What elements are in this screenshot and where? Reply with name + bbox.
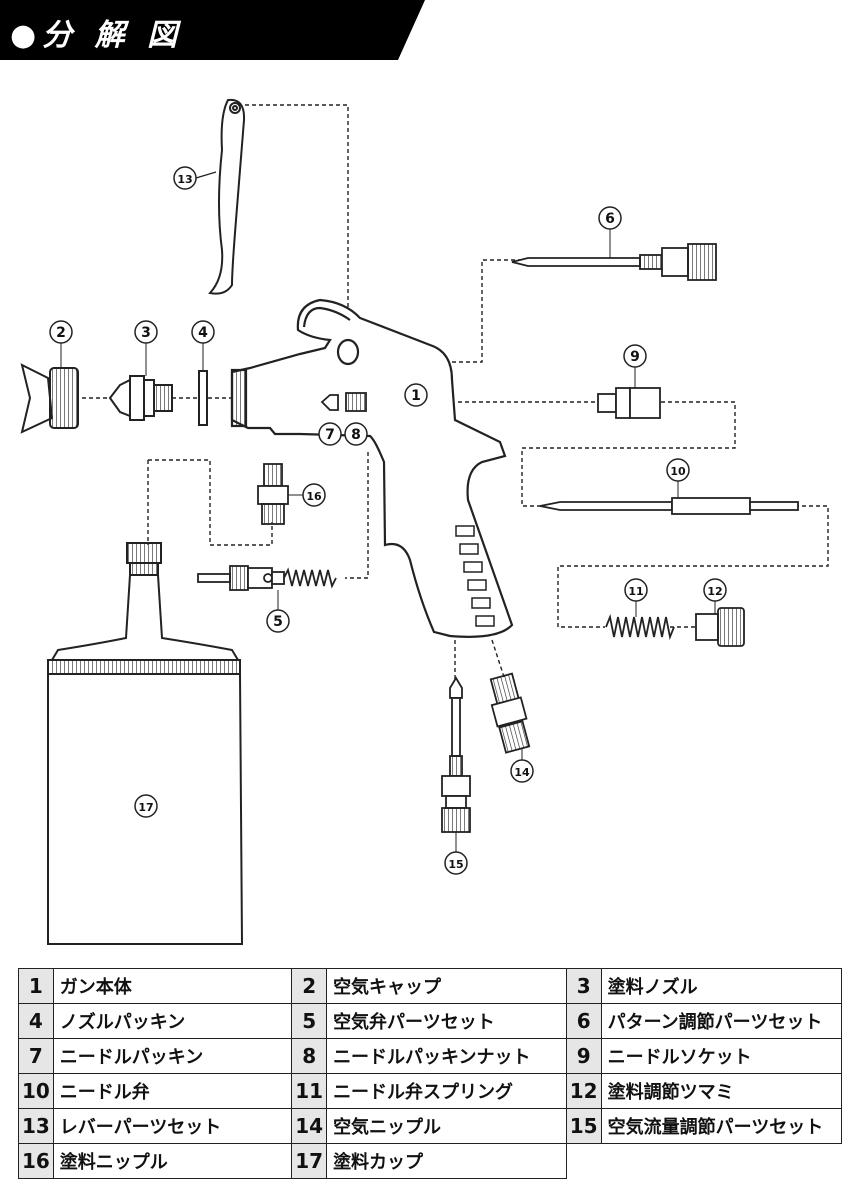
callout-11: 11: [624, 578, 648, 617]
table-row: 7 ニードルパッキン 8 ニードルパッキンナット 9 ニードルソケット: [18, 1038, 842, 1074]
paint-cup-part: [47, 542, 244, 945]
table-row: 4 ノズルパッキン 5 空気弁パーツセット 6 パターン調節パーツセット: [18, 1003, 842, 1039]
callout-10: 10: [666, 458, 690, 498]
part-number: 2: [291, 968, 328, 1004]
lever-part: [208, 98, 246, 295]
svg-text:5: 5: [273, 614, 283, 630]
needle-valve-part: [539, 497, 799, 515]
part-name: 空気ニップル: [326, 1108, 567, 1144]
part-number: 3: [565, 968, 602, 1004]
svg-text:1: 1: [411, 388, 421, 404]
parts-list-table: 1 ガン本体 2 空気キャップ 3 塗料ノズル 4 ノズルパッキン 5 空気弁パ…: [18, 968, 842, 1179]
part-number: 7: [18, 1038, 54, 1074]
svg-text:13: 13: [177, 173, 192, 186]
callout-1: 1: [404, 383, 428, 407]
part-name: 空気流量調節パーツセット: [600, 1108, 842, 1144]
part-number: 5: [291, 1003, 328, 1039]
exploded-diagram: 1 2 3 4 5 6 7 8 9 10 11 12 13 14 15 16 1…: [20, 98, 829, 945]
callout-15: 15: [444, 832, 468, 875]
air-nipple-part: [489, 672, 531, 754]
callout-14: 14: [510, 748, 534, 783]
needle-packing-part: [320, 394, 339, 411]
part-number: 12: [565, 1073, 602, 1109]
svg-text:12: 12: [707, 585, 722, 598]
part-number: 14: [291, 1108, 328, 1144]
part-number: 11: [291, 1073, 328, 1109]
callout-13: 13: [173, 166, 197, 190]
part-number: 6: [565, 1003, 602, 1039]
part-number: 17: [291, 1143, 328, 1179]
table-row: 1 ガン本体 2 空気キャップ 3 塗料ノズル: [18, 968, 842, 1004]
grip-slots: [455, 525, 495, 627]
callout-8: 8: [344, 422, 368, 446]
svg-text:7: 7: [325, 427, 335, 443]
svg-text:4: 4: [198, 325, 208, 341]
table-row: 13 レバーパーツセット 14 空気ニップル 15 空気流量調節パーツセット: [18, 1108, 842, 1144]
gun-body-part: [230, 298, 514, 638]
part-name: ノズルパッキン: [52, 1003, 293, 1039]
needle-packing-nut-part: [345, 392, 367, 412]
callout-12: 12: [703, 578, 727, 614]
needle-spring-part: [605, 613, 675, 641]
air-flow-adjust-part: [441, 676, 471, 833]
callout-2: 2: [49, 320, 73, 368]
part-number: 4: [18, 1003, 54, 1039]
part-name: 塗料ニップル: [52, 1143, 293, 1179]
air-cap-part: [20, 363, 79, 434]
svg-text:6: 6: [605, 211, 615, 227]
table-row: 10 ニードル弁 11 ニードル弁スプリング 12 塗料調節ツマミ: [18, 1073, 842, 1109]
svg-text:16: 16: [306, 490, 322, 503]
callout-9: 9: [623, 344, 647, 388]
part-name: ニードルパッキンナット: [326, 1038, 567, 1074]
header-banner: ●分 解 図: [0, 0, 842, 60]
needle-socket-part: [597, 387, 661, 419]
part-name: 空気キャップ: [326, 968, 567, 1004]
svg-text:17: 17: [138, 801, 153, 814]
part-name: ニードルパッキン: [52, 1038, 293, 1074]
part-number: 1: [18, 968, 54, 1004]
part-name: ガン本体: [52, 968, 293, 1004]
part-name: 空気弁パーツセット: [326, 1003, 567, 1039]
svg-text:10: 10: [670, 465, 686, 478]
svg-text:11: 11: [628, 585, 643, 598]
part-name: 塗料カップ: [326, 1143, 567, 1179]
nozzle-packing-part: [198, 370, 208, 426]
callout-3: 3: [134, 320, 158, 376]
svg-text:9: 9: [630, 349, 640, 365]
part-name: 塗料ノズル: [600, 968, 842, 1004]
callout-6: 6: [598, 206, 622, 258]
svg-text:14: 14: [514, 766, 530, 779]
callout-labels: 1 2 3 4 5 6 7 8 9 10 11 12 13 14 15 16 1…: [49, 166, 727, 875]
header-background: [0, 0, 425, 60]
part-number: 8: [291, 1038, 328, 1074]
table-row: 16 塗料ニップル 17 塗料カップ: [18, 1143, 842, 1179]
callout-17: 17: [134, 794, 158, 818]
svg-text:2: 2: [56, 325, 66, 341]
part-number: 9: [565, 1038, 602, 1074]
part-number: 16: [18, 1143, 54, 1179]
air-valve-part: [197, 565, 337, 591]
part-number: 10: [18, 1073, 54, 1109]
paint-nipple-part: [257, 463, 289, 525]
svg-text:3: 3: [141, 325, 151, 341]
callout-5: 5: [266, 590, 290, 633]
page-title: ●分 解 図: [10, 18, 184, 53]
part-name: レバーパーツセット: [52, 1108, 293, 1144]
nozzle-part: [108, 375, 173, 421]
part-name: ニードル弁スプリング: [326, 1073, 567, 1109]
callout-7: 7: [318, 422, 342, 446]
empty-cell: [566, 1144, 841, 1179]
part-number: 13: [18, 1108, 54, 1144]
part-name: 塗料調節ツマミ: [600, 1073, 842, 1109]
callout-4: 4: [191, 320, 215, 371]
part-name: ニードルソケット: [600, 1038, 842, 1074]
svg-text:15: 15: [448, 858, 463, 871]
part-name: ニードル弁: [52, 1073, 293, 1109]
part-number: 15: [565, 1108, 602, 1144]
svg-text:8: 8: [351, 427, 361, 443]
callout-16: 16: [288, 483, 326, 507]
pattern-adjust-part: [511, 243, 717, 281]
adjust-knob-part: [695, 607, 745, 647]
part-name: パターン調節パーツセット: [600, 1003, 842, 1039]
